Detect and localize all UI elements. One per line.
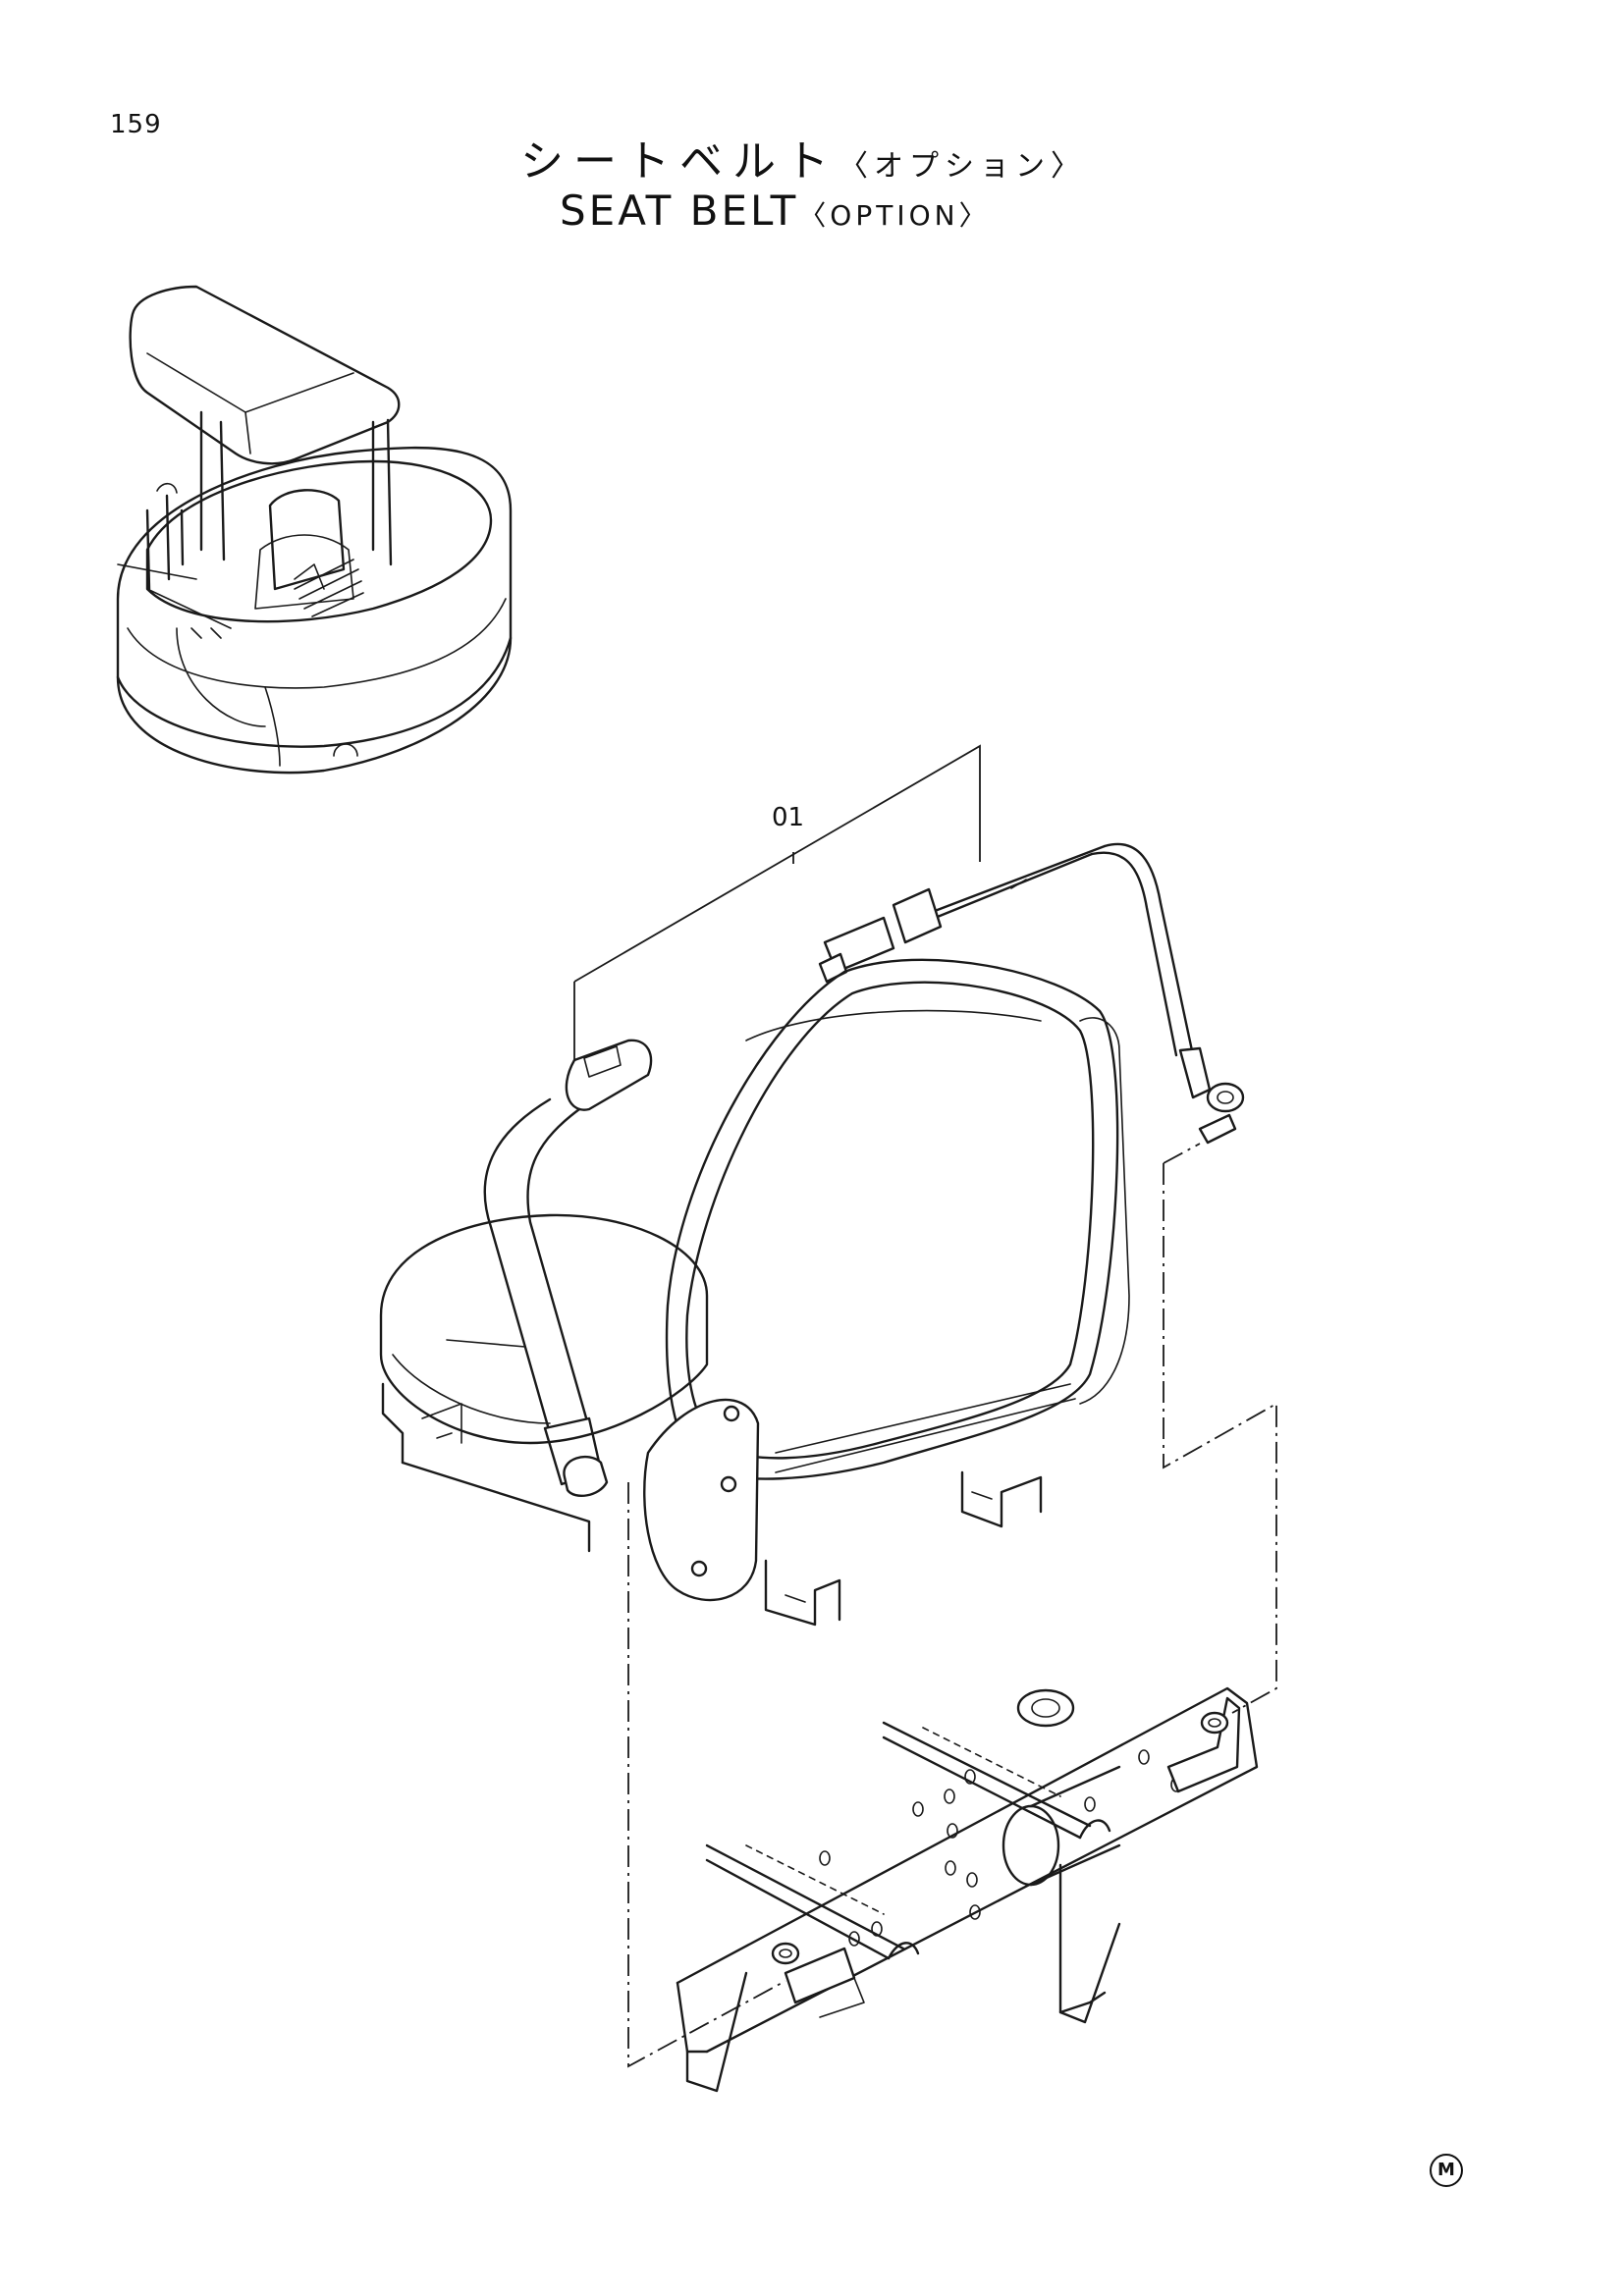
title-english-main: SEAT BELT [560, 187, 799, 235]
title-japanese-main: シートベルト [520, 136, 839, 187]
seat-belt-left-strap [483, 1039, 653, 1498]
title-japanese: シートベルト〈オプション〉 [520, 126, 1086, 188]
callout-label-01: 01 [772, 803, 805, 832]
seat-belt-right-strap [818, 842, 1245, 1145]
title-english-sub: 〈OPTION〉 [798, 199, 991, 232]
callout-leader-01 [573, 744, 981, 1060]
title-japanese-sub: 〈オプション〉 [839, 149, 1086, 184]
seat-illustration [379, 958, 1130, 1627]
floor-frame-illustration [676, 1686, 1259, 2093]
title-english: SEAT BELT〈OPTION〉 [560, 187, 991, 235]
page-number: 159 [110, 110, 162, 139]
manufacturer-mark: M [1430, 2154, 1463, 2187]
excavator-inset-illustration [116, 285, 513, 774]
assembly-guide-lines [627, 1143, 1277, 2068]
